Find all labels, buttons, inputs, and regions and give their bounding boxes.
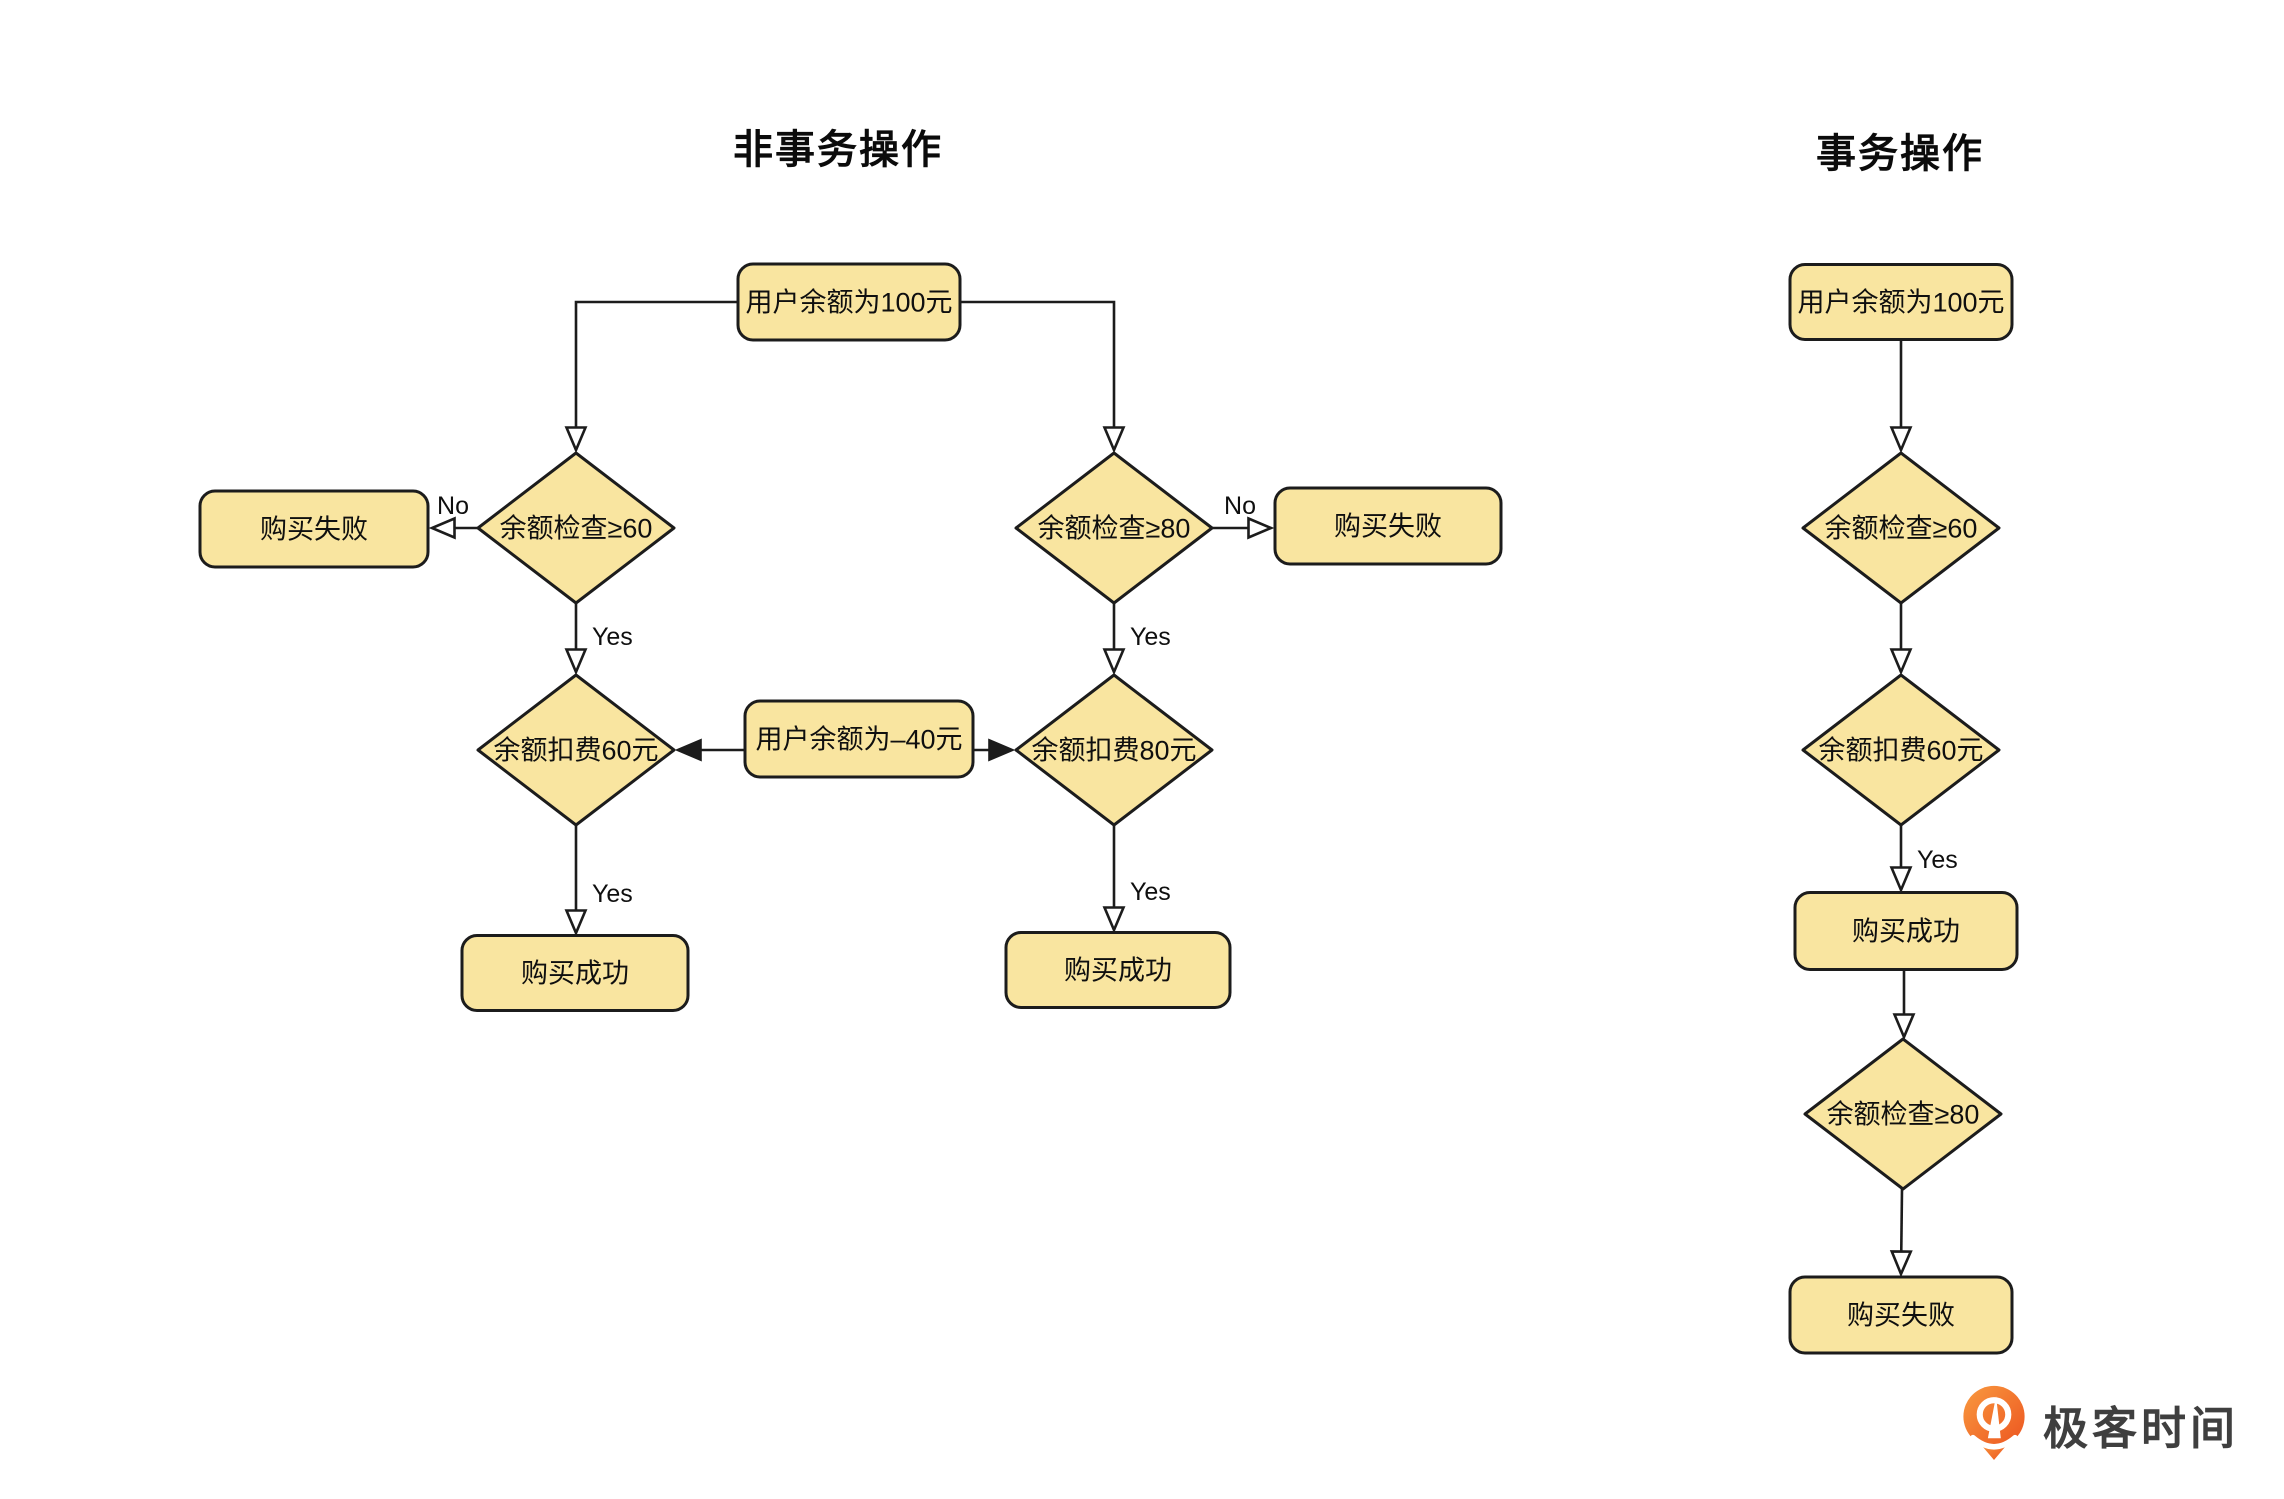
node-label-fail-left: 购买失败 xyxy=(260,514,368,544)
node-non-transactional-success-right: 购买成功 xyxy=(1004,931,1232,1009)
edge-check60-no: No xyxy=(428,492,478,540)
node-non-transactional-fail-right: 购买失败 xyxy=(1273,486,1503,566)
node-transactional-deduct-60: 余额扣费60元 xyxy=(1801,673,2001,827)
node-non-transactional-start: 用户余额为100元 xyxy=(736,262,962,342)
node-label-deduct-60: 余额扣费60元 xyxy=(493,735,658,765)
node-label-balance-mid: 用户余额为–40元 xyxy=(755,724,962,754)
edge-label-check60-no: No xyxy=(437,492,469,520)
edge-check80-yes: Yes xyxy=(1102,603,1171,676)
node-label-success-left: 购买成功 xyxy=(521,958,629,988)
node-transactional-check-60: 余额检查≥60 xyxy=(1801,451,2001,605)
node-non-transactional-fail-left: 购买失败 xyxy=(198,489,430,569)
node-non-transactional-balance-mid: 用户余额为–40元 xyxy=(743,699,975,779)
node-label-deduct-60: 余额扣费60元 xyxy=(1818,735,1983,765)
node-label-check-80: 余额检查≥80 xyxy=(1827,1099,1980,1129)
node-non-transactional-check-60: 余额检查≥60 xyxy=(476,451,676,605)
node-label-deduct-80: 余额扣费80元 xyxy=(1031,735,1196,765)
node-transactional-start: 用户余额为100元 xyxy=(1788,263,2014,341)
node-transactional-success: 购买成功 xyxy=(1793,891,2019,971)
node-label-check-60: 余额检查≥60 xyxy=(500,513,653,543)
edge-start-to-check80 xyxy=(960,300,1126,454)
node-label-success-right: 购买成功 xyxy=(1064,955,1172,985)
node-non-transactional-deduct-60: 余额扣费60元 xyxy=(476,673,676,827)
edge-label-check80-no: No xyxy=(1224,492,1256,520)
node-label-fail: 购买失败 xyxy=(1847,1300,1955,1330)
geektime-logo-text: 极客时间 xyxy=(2043,1402,2240,1454)
edge-start-to-check60 xyxy=(564,300,738,454)
node-non-transactional-check-80: 余额检查≥80 xyxy=(1014,451,1214,605)
title-transactional: 事务操作 xyxy=(1816,132,1984,176)
node-non-transactional-deduct-80: 余额扣费80元 xyxy=(1014,673,1214,827)
edge-check60-yes: Yes xyxy=(564,603,633,676)
edge-deduct60-yes: Yes xyxy=(1889,825,1958,894)
edge-label-check60-yes: Yes xyxy=(592,623,633,651)
node-label-fail-right: 购买失败 xyxy=(1334,511,1442,541)
node-transactional-fail: 购买失败 xyxy=(1788,1275,2014,1355)
node-non-transactional-success-left: 购买成功 xyxy=(460,934,690,1012)
node-label-check-80: 余额检查≥80 xyxy=(1038,513,1191,543)
edge-label-deduct60-yes: Yes xyxy=(1917,846,1958,874)
edge-label-check80-yes: Yes xyxy=(1130,623,1171,651)
edge-deduct80-yes: Yes xyxy=(1102,825,1171,934)
edge-label-deduct80-yes: Yes xyxy=(1130,878,1171,906)
title-non-transactional: 非事务操作 xyxy=(733,128,943,172)
edge-check80-no: No xyxy=(1212,492,1275,540)
geektime-logo-icon xyxy=(1963,1385,2025,1461)
edge-label-deduct60-yes: Yes xyxy=(592,880,633,908)
node-label-start: 用户余额为100元 xyxy=(745,287,952,317)
node-label-success: 购买成功 xyxy=(1852,916,1960,946)
node-label-check-60: 余额检查≥60 xyxy=(1825,513,1978,543)
edge-deduct60-yes: Yes xyxy=(564,825,633,937)
geektime-logo: 极客时间 xyxy=(1960,1384,2239,1464)
node-label-start: 用户余额为100元 xyxy=(1797,287,2004,317)
node-transactional-check-80: 余额检查≥80 xyxy=(1803,1037,2003,1191)
edge-check80-to-fail xyxy=(1889,1188,1913,1278)
